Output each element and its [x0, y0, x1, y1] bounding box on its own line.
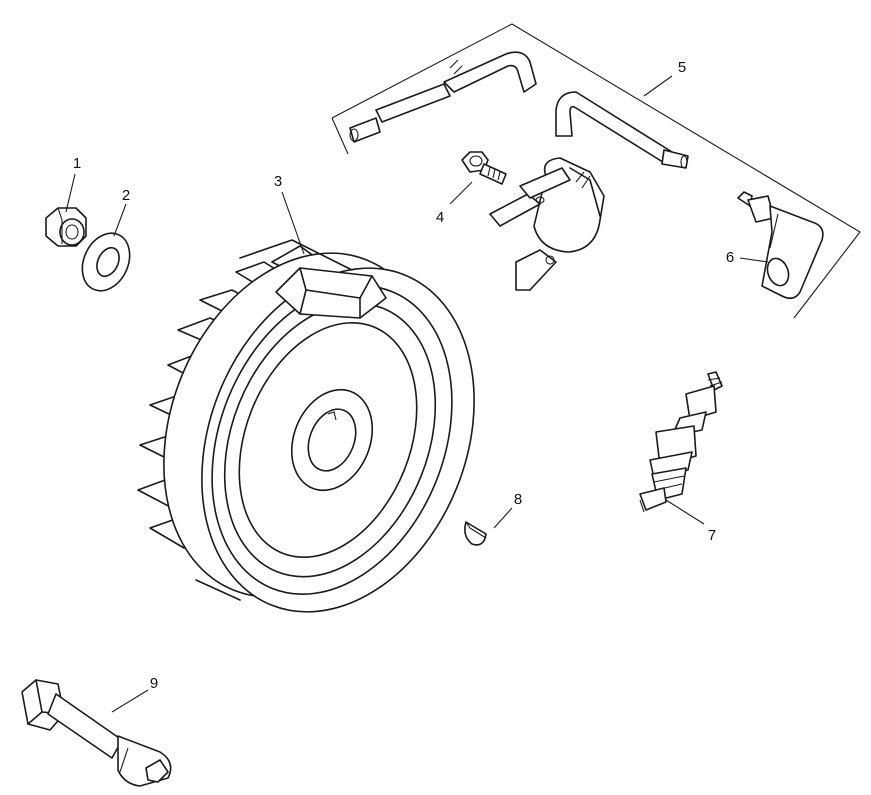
leader-line-3: [281, 191, 305, 255]
callout-9: 9: [150, 675, 158, 692]
leader-line-5: [643, 75, 673, 97]
leader-line-7: [665, 499, 705, 525]
callout-8: 8: [514, 491, 522, 508]
bolt-part: [461, 151, 507, 185]
callout-3: 3: [274, 173, 282, 190]
leader-line-6: [739, 257, 769, 263]
callout-1: 1: [73, 155, 81, 172]
callout-6: 6: [726, 249, 734, 266]
leader-line-2: [113, 203, 127, 237]
nut-part: [45, 207, 87, 247]
spark-plug-part: [639, 371, 723, 513]
ignition-coil-part: [331, 23, 861, 319]
callout-7: 7: [708, 527, 716, 544]
callout-numbers: 1 2 3 4 5 6 7 8 9: [73, 59, 734, 692]
callout-4: 4: [436, 209, 444, 226]
woodruff-key-part: [464, 521, 487, 546]
flywheel-part: [137, 239, 475, 613]
leader-line-9: [111, 689, 149, 713]
spark-plug-cap-part: [737, 191, 824, 300]
leader-line-4: [449, 181, 473, 205]
leader-line-8: [493, 507, 513, 529]
leader-lines: [65, 75, 769, 713]
washer-part: [81, 232, 131, 292]
callout-2: 2: [122, 187, 130, 204]
leader-line-1: [65, 173, 76, 213]
spark-plug-wrench-part: [21, 679, 172, 787]
callout-5: 5: [678, 59, 686, 76]
